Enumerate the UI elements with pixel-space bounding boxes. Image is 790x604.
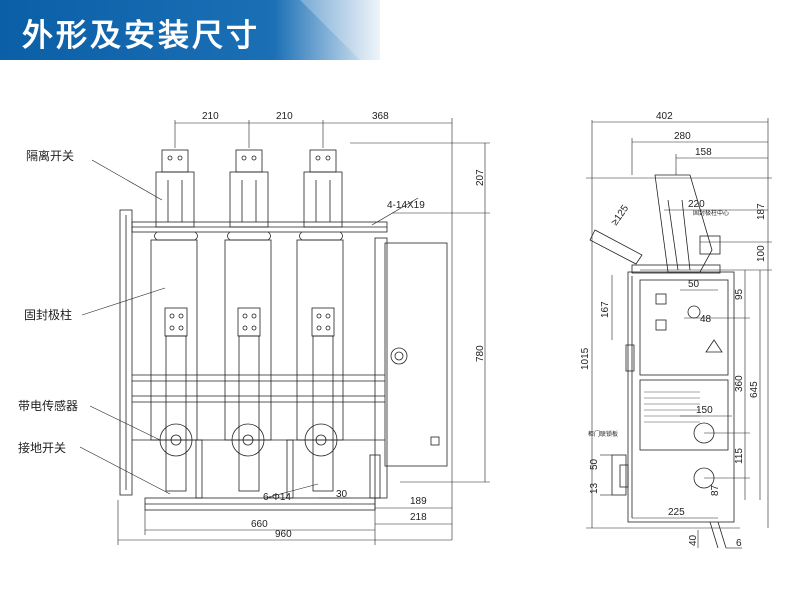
side-body [627,271,735,523]
dim-right-189: 189 [410,496,427,507]
dim-h645: 645 [749,381,760,398]
dim-top-height: 207 [475,169,486,186]
dim-w225: 225 [668,507,685,518]
frame-left [119,209,133,496]
dim-h13: 13 [589,482,600,494]
dim-h360: 360 [734,375,745,392]
dim-w150: 150 [696,405,713,416]
side-disconnector-arm [589,229,643,265]
disconnector-3 [303,149,343,228]
dim-pitch-2: 210 [276,111,293,122]
dim-h187: 187 [756,203,767,220]
dim-w402: 402 [656,111,673,122]
dim-bottom-30: 30 [336,489,348,500]
dim-right-offset: 368 [372,111,389,122]
dim-h115: 115 [734,448,745,464]
banner-background [0,0,380,60]
pole-1 [150,231,198,492]
dim-pitch-1: 210 [202,111,219,122]
dim-h100: 100 [756,245,767,262]
label-live-sensor: 带电传感器 [18,398,78,413]
dim-w48: 48 [700,314,712,325]
dim-w6: 6 [736,538,742,549]
front-dimensions [79,118,490,545]
dim-w158: 158 [695,147,712,158]
note-fixing-center: 固封极柱中心 [693,209,729,217]
dim-right-218: 218 [410,512,427,523]
dim-holes-bottom: 6-Φ14 [263,492,291,503]
dim-h40: 40 [688,534,699,546]
note-door-lock: 柜门联锁板 [588,430,618,438]
pole-3 [296,231,344,492]
dim-holes-top: 4-14X19 [387,200,425,211]
dim-w280: 280 [674,131,691,142]
dim-h95: 95 [734,288,745,300]
label-embedded-pole: 固封极柱 [24,307,72,322]
dim-h1015: 1015 [580,347,591,370]
label-disconnector: 隔离开关 [26,148,74,163]
dim-width-960: 960 [275,529,292,540]
mechanism-housing [384,242,448,467]
side-pole [654,174,713,273]
pole-2 [224,231,272,492]
header-banner: 外形及安装尺寸 [0,0,380,60]
page-title: 外形及安装尺寸 [22,18,260,54]
dim-h87: 87 [710,484,721,496]
front-view: 隔离开关 固封极柱 带电传感器 接地开关 210 210 368 207 4-1… [18,111,490,545]
indicator-knob [390,347,408,365]
disconnector-1 [155,149,195,228]
dim-angle: ≥125 [609,203,631,228]
side-view: 402 280 158 220 ≥125 187 100 1015 167 50… [580,111,772,549]
dim-width-660: 660 [251,519,268,530]
dim-w220: 220 [688,199,705,210]
disconnector-2 [229,149,269,228]
dim-total-height: 780 [475,345,486,362]
dim-w50: 50 [688,279,700,290]
dim-h50: 50 [589,458,600,470]
side-dimensions [586,118,772,549]
dim-h167: 167 [600,301,611,318]
label-earthing-switch: 接地开关 [18,440,66,455]
